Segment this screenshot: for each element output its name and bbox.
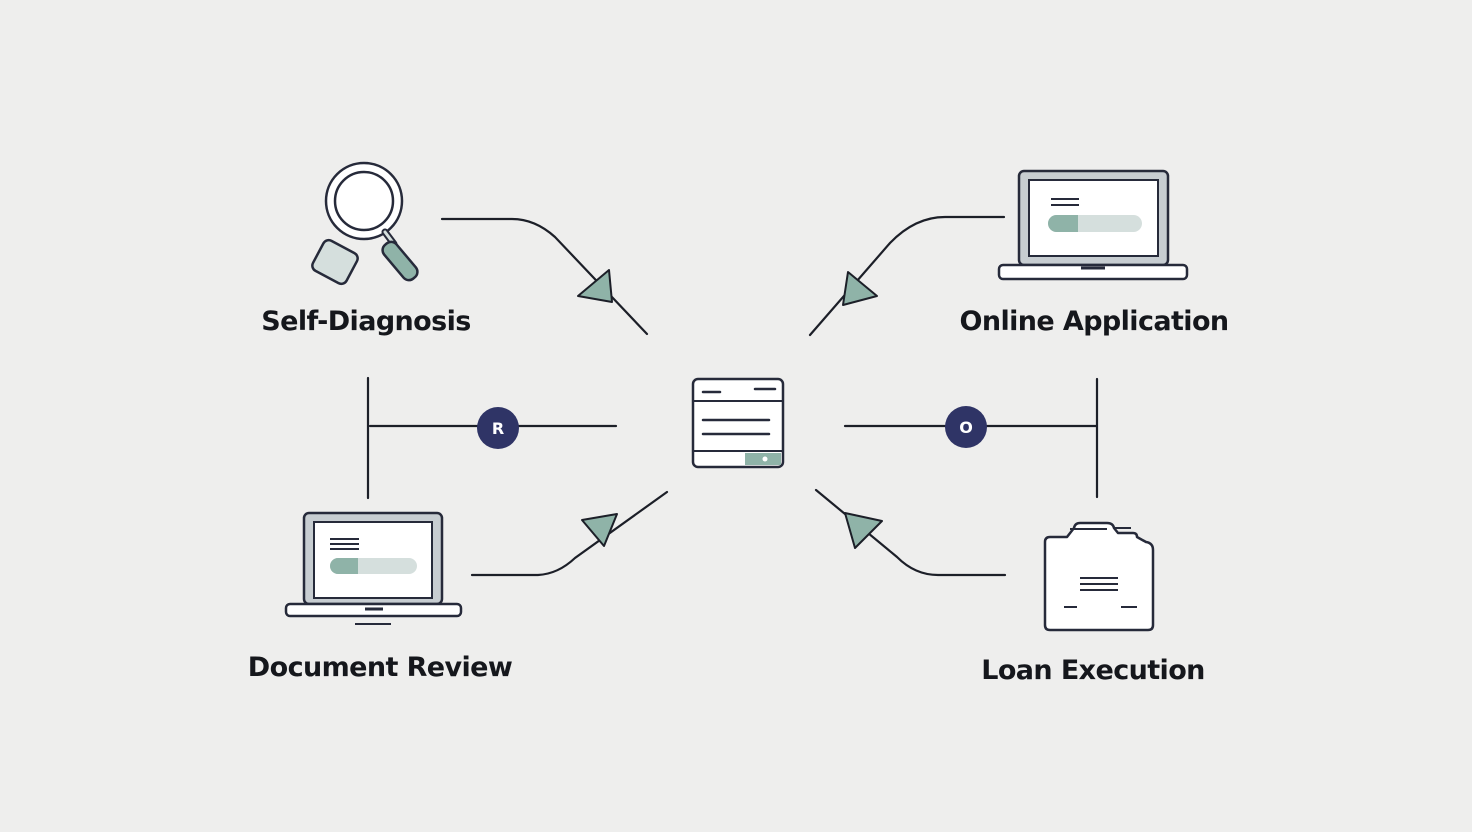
arrowhead-bottom-right [844, 512, 883, 549]
stage-label-loan-execution: Loan Execution [981, 655, 1205, 686]
arrowhead-top-left [577, 269, 613, 303]
connector-self-diagnosis [440, 217, 649, 336]
arrowhead-top-right [842, 271, 878, 306]
laptop-icon-document-review [284, 511, 463, 625]
badge-left: R [477, 407, 519, 449]
svg-text:R: R [492, 419, 504, 438]
connector-document-review [470, 490, 669, 577]
magnifier-icon [311, 161, 419, 286]
folder-document-icon [1043, 521, 1155, 632]
stage-label-document-review: Document Review [247, 652, 513, 683]
svg-text:O: O [959, 418, 973, 437]
connector-loan-execution [814, 488, 1007, 577]
stage-label-online-application: Online Application [959, 306, 1229, 337]
server-form-icon [691, 377, 785, 469]
connector-online-application [808, 215, 1006, 337]
stage-label-self-diagnosis: Self-Diagnosis [261, 306, 471, 337]
laptop-icon-online-application [997, 169, 1189, 281]
arrowhead-bottom-left [581, 513, 618, 547]
badge-right: O [945, 406, 987, 448]
